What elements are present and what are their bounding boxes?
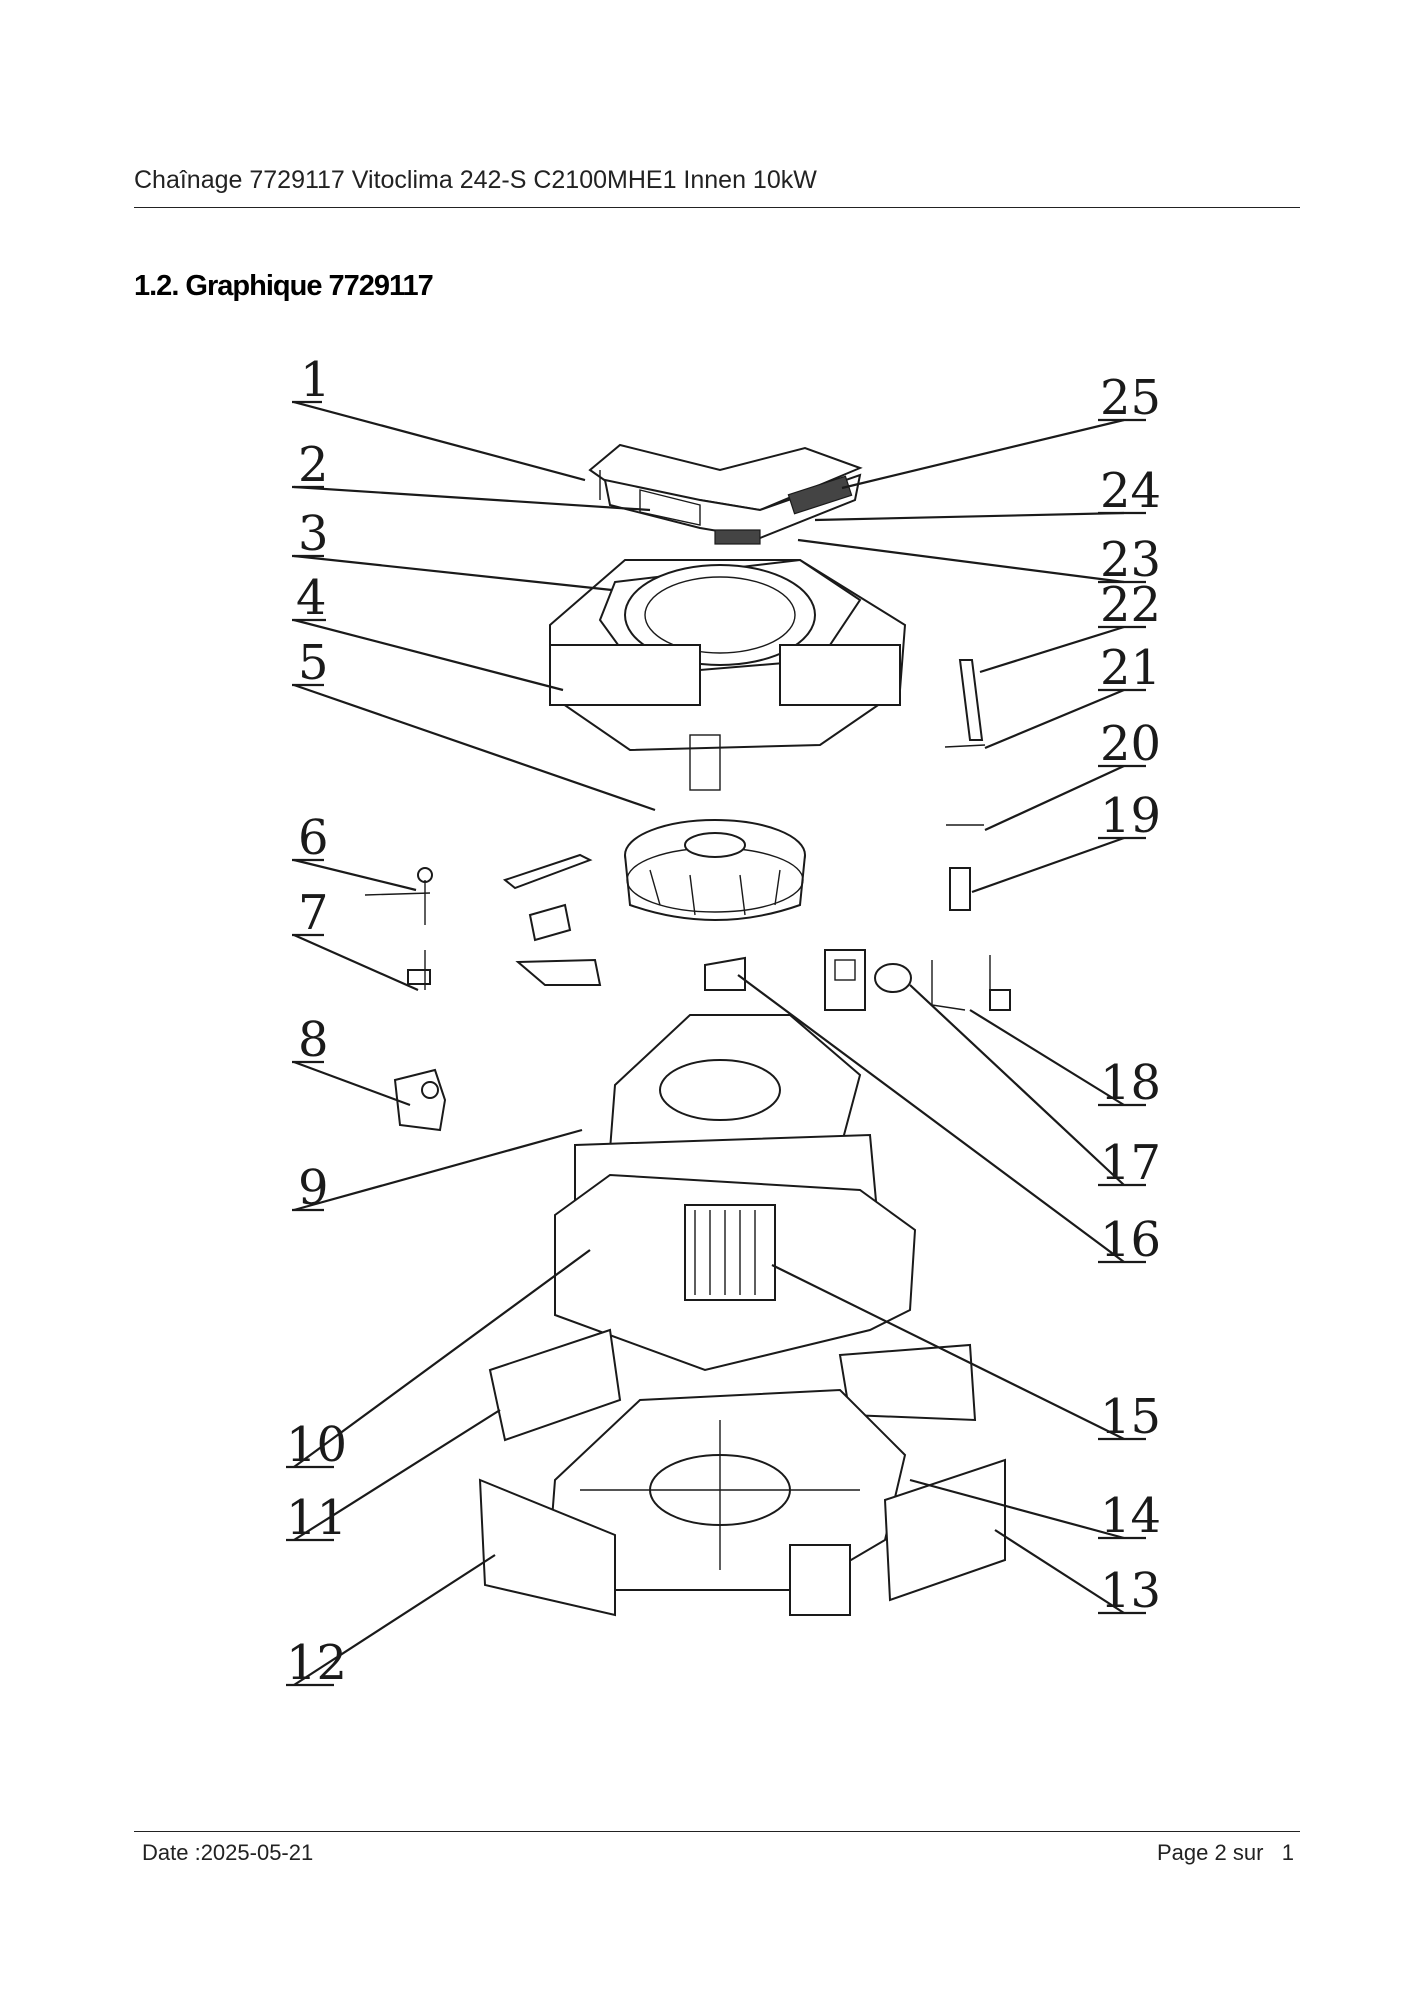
callout-9: 9 — [298, 1160, 329, 1216]
callout-20: 20 — [1100, 716, 1161, 772]
callout-4: 4 — [296, 570, 327, 626]
footer-date: Date :2025-05-21 — [142, 1840, 314, 1865]
callout-23: 23 — [1100, 532, 1161, 588]
footer-page-label: Page 2 sur — [1157, 1840, 1264, 1865]
document-header-title: Chaînage 7729117 Vitoclima 242-S C2100MH… — [134, 166, 817, 194]
callout-5: 5 — [298, 635, 329, 691]
callout-6: 6 — [298, 810, 329, 866]
callout-22: 22 — [1100, 577, 1161, 633]
callout-19: 19 — [1100, 788, 1161, 844]
callouts-right: 13 14 15 16 17 18 19 20 21 22 23 24 25 — [1098, 370, 1161, 1619]
footer-page-total: 1 — [1281, 1840, 1294, 1865]
small-parts — [364, 659, 1011, 1132]
header-divider — [134, 207, 1300, 208]
callout-7: 7 — [298, 885, 329, 941]
leader-lines — [293, 400, 1125, 1686]
callout-2: 2 — [298, 437, 329, 493]
callout-3: 3 — [298, 506, 329, 562]
callout-25: 25 — [1100, 370, 1161, 426]
callout-15: 15 — [1100, 1389, 1161, 1445]
callout-12: 12 — [286, 1635, 347, 1691]
callout-10: 10 — [286, 1417, 347, 1473]
callout-18: 18 — [1100, 1055, 1161, 1111]
upper-chassis — [549, 558, 907, 791]
callout-21: 21 — [1100, 640, 1161, 696]
heat-exchanger-assembly — [554, 1014, 917, 1372]
callout-17: 17 — [1100, 1135, 1161, 1191]
callouts-left: 1 2 3 4 5 6 7 8 9 10 11 12 — [286, 352, 347, 1691]
control-box-cover — [588, 443, 863, 545]
callout-16: 16 — [1100, 1212, 1161, 1268]
base-and-panels — [478, 1328, 1006, 1617]
centrifugal-fan — [624, 819, 806, 921]
callout-13: 13 — [1100, 1563, 1161, 1619]
footer-page-number: Page 2 sur 1 — [1157, 1840, 1294, 1866]
callout-24: 24 — [1100, 463, 1161, 519]
callout-14: 14 — [1100, 1488, 1161, 1544]
callout-1: 1 — [300, 352, 331, 408]
callout-11: 11 — [286, 1490, 347, 1546]
footer-divider — [134, 1831, 1300, 1832]
section-title: 1.2. Graphique 7729117 — [134, 270, 434, 302]
callout-8: 8 — [298, 1012, 329, 1068]
